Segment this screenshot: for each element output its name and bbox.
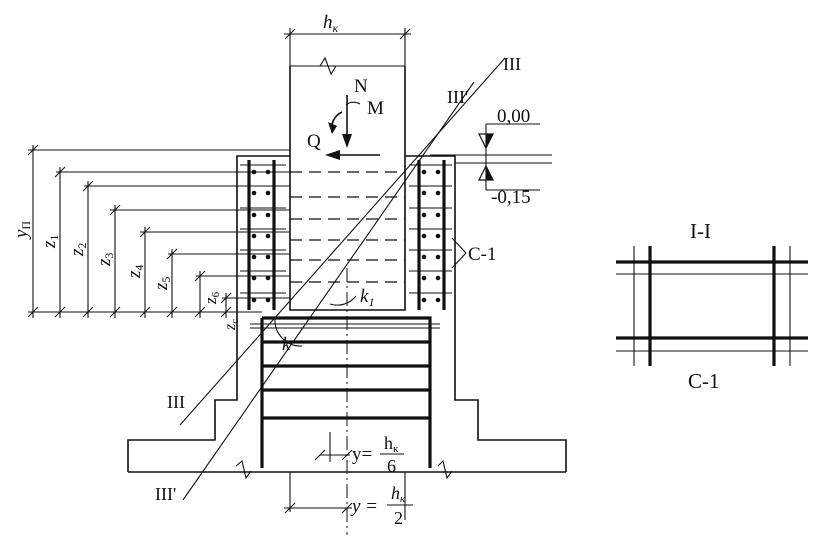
mesh-bar-dot <box>251 212 257 218</box>
crack-iiip-top-label: III' <box>447 87 468 107</box>
mesh-callout-label: C-1 <box>468 244 497 265</box>
crack-iiip-bottom-label: III' <box>155 484 176 504</box>
y-hk2-den: 2 <box>394 508 403 528</box>
mesh-bar-dot <box>421 212 427 218</box>
dim-zc-label: zc <box>222 319 241 331</box>
mesh-bar-dot <box>251 297 257 303</box>
mesh-bar-dot <box>265 254 271 260</box>
section-mesh <box>616 246 808 366</box>
mesh-left <box>240 160 286 310</box>
mesh-bar-dot <box>265 190 271 196</box>
mesh-bar-dot <box>251 190 257 196</box>
section-caption: C-1 <box>688 369 720 393</box>
mesh-bar-dot <box>421 254 427 260</box>
inner-dashed-lines <box>290 171 405 283</box>
base-reinforcement <box>250 316 440 468</box>
mesh-bar-dot <box>435 190 441 196</box>
mesh-bar-dot <box>251 275 257 281</box>
loads <box>325 95 380 160</box>
mesh-bar-dot <box>265 275 271 281</box>
level-bottom-label: -0,15 <box>491 187 531 208</box>
y-dimensions <box>284 432 406 520</box>
load-m-label: M <box>367 98 384 119</box>
mesh-bar-dot <box>421 275 427 281</box>
level-marks <box>430 123 552 191</box>
load-q-label: Q <box>307 131 321 152</box>
angle-k-label: k <box>282 334 291 355</box>
dim-z3-label: z3 <box>94 253 116 267</box>
mesh-right <box>409 160 452 310</box>
dim-z5-label: z5 <box>151 277 173 291</box>
angle-k1-label: k1 <box>360 286 374 309</box>
mesh-bar-dot <box>421 169 427 175</box>
angle-k1-arc <box>329 295 357 306</box>
mesh-bar-dots <box>251 169 441 303</box>
crack-iii-bottom-label: III <box>167 392 185 412</box>
dim-z2-label: z2 <box>67 243 89 257</box>
y-hk2-prefix: y = <box>350 496 378 517</box>
dim-z4-label: z4 <box>124 265 146 279</box>
hk-dimension <box>284 28 411 66</box>
y-hk2-num: hк <box>391 483 406 505</box>
y-hk6-den: 6 <box>387 456 396 476</box>
mesh-bar-dot <box>251 233 257 239</box>
mesh-bar-dot <box>435 212 441 218</box>
mesh-bar-dot <box>435 169 441 175</box>
mesh-bar-dot <box>421 190 427 196</box>
dim-z6-label: z6 <box>201 291 222 305</box>
dim-yp-label: yП <box>11 221 33 240</box>
mesh-bar-dot <box>265 212 271 218</box>
mesh-bar-dot <box>435 275 441 281</box>
mesh-bar-dot <box>265 297 271 303</box>
hk-label: hк <box>323 12 339 35</box>
crack-iii-top-label: III <box>503 54 521 74</box>
mesh-bar-dot <box>435 297 441 303</box>
mesh-bar-dot <box>251 254 257 260</box>
angle-k-arc <box>274 317 303 347</box>
crack-lines <box>179 57 506 501</box>
section-title: I-I <box>690 219 711 243</box>
mesh-bar-dot <box>421 297 427 303</box>
load-n-label: N <box>354 76 368 97</box>
y-hk6-num: hк <box>384 433 399 455</box>
mesh-bar-dot <box>421 233 427 239</box>
level-top-label: 0,00 <box>497 106 530 127</box>
mesh-callout-leaders <box>451 237 467 269</box>
dim-z1-label: z1 <box>39 235 61 249</box>
mesh-bar-dot <box>265 233 271 239</box>
mesh-bar-dot <box>435 254 441 260</box>
y-hk6-prefix: y= <box>352 444 372 465</box>
mesh-bar-dot <box>435 233 441 239</box>
left-dimension-chain <box>27 144 290 318</box>
